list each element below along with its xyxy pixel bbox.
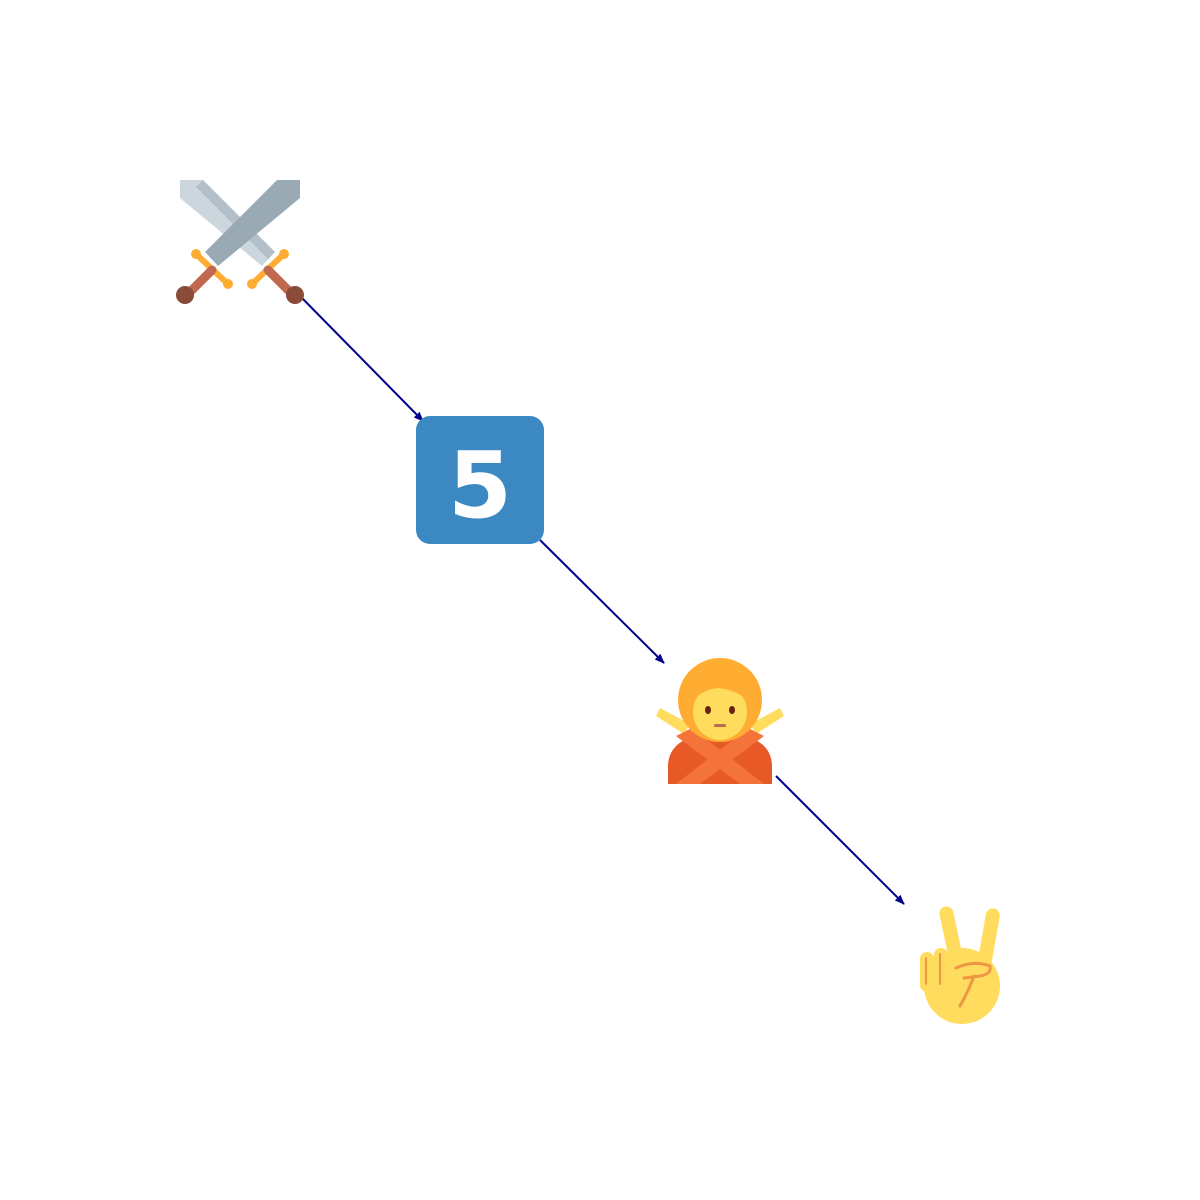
- edge-person-to-victory: [775, 775, 905, 905]
- keycap-five-icon: 5: [416, 416, 544, 544]
- keycap-five-label: 5: [448, 432, 512, 539]
- person-gesturing-no-icon: [656, 658, 784, 784]
- victory-hand-icon: [920, 906, 1000, 1024]
- crossed-swords-icon: [176, 180, 304, 304]
- edge-five-to-person: [539, 539, 665, 664]
- edge-swords-to-five: [299, 295, 424, 422]
